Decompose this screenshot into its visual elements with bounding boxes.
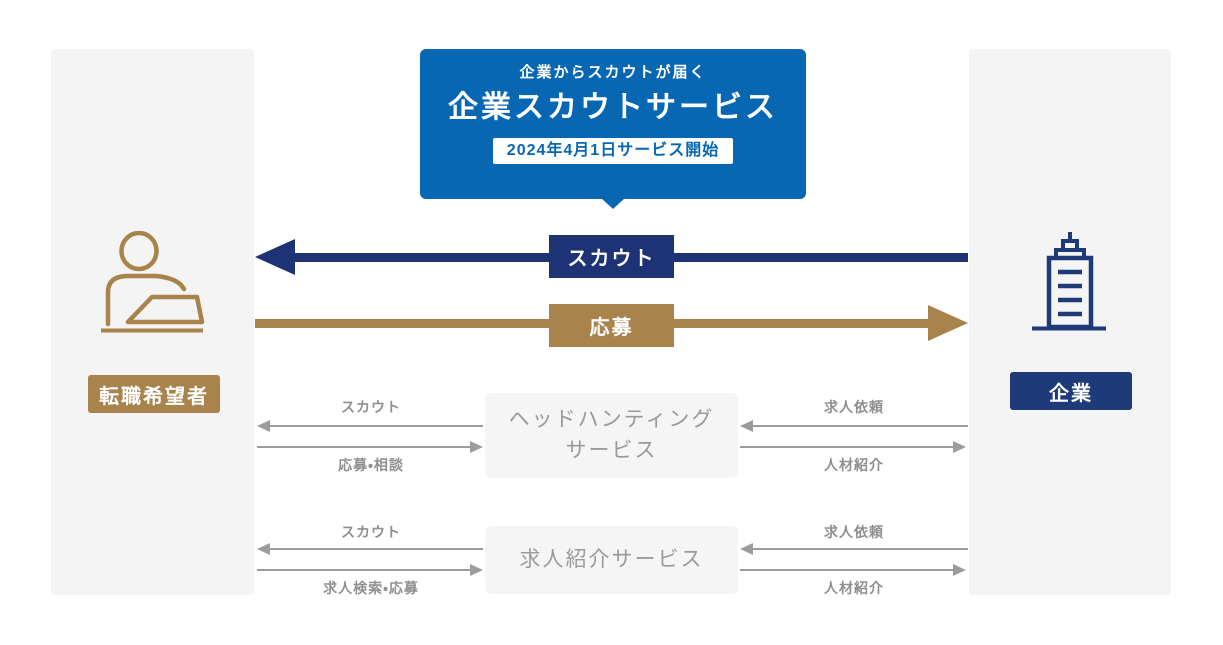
callout-pointer-triangle bbox=[601, 198, 625, 209]
referral-intro-arrow bbox=[740, 569, 955, 571]
headhunting-apply-arrow bbox=[257, 446, 472, 448]
person-laptop-icon bbox=[100, 230, 205, 333]
referral-search-arrow bbox=[257, 569, 472, 571]
callout-title: 企業スカウトサービス bbox=[448, 91, 778, 124]
referral-request-label: 求人依頼 bbox=[824, 524, 884, 540]
headhunting-scout-label: スカウト bbox=[341, 399, 401, 415]
headhunting-request-arrowhead-icon bbox=[740, 420, 753, 432]
building-icon bbox=[1030, 231, 1112, 331]
headhunting-request-arrow bbox=[751, 425, 968, 427]
referral-request-arrowhead-icon bbox=[740, 543, 753, 555]
referral-scout-label: スカウト bbox=[341, 524, 401, 540]
referral-request-arrow bbox=[751, 548, 968, 550]
scout-arrowhead-left-icon bbox=[255, 239, 295, 275]
apply-arrowhead-right-icon bbox=[928, 305, 968, 341]
headhunting-scout-arrowhead-icon bbox=[257, 420, 270, 432]
headhunting-referral-arrowhead-icon bbox=[953, 441, 966, 453]
headhunting-request-label: 求人依頼 bbox=[824, 399, 884, 415]
headhunting-service-box: ヘッドハンティング サービス bbox=[485, 393, 738, 478]
scout-flow-label: スカウト bbox=[549, 235, 674, 278]
headhunting-referral-label: 人材紹介 bbox=[824, 457, 884, 473]
apply-flow-label: 応募 bbox=[549, 304, 674, 347]
company-panel bbox=[969, 49, 1171, 595]
company-badge: 企業 bbox=[1010, 372, 1132, 410]
service-callout: 企業からスカウトが届く 企業スカウトサービス 2024年4月1日サービス開始 bbox=[420, 49, 806, 199]
jobseeker-badge: 転職希望者 bbox=[88, 375, 220, 413]
referral-intro-label: 人材紹介 bbox=[824, 580, 884, 596]
referral-search-arrowhead-icon bbox=[470, 564, 483, 576]
headhunting-apply-label: 応募・相談 bbox=[338, 457, 404, 473]
referral-intro-arrowhead-icon bbox=[953, 564, 966, 576]
headhunting-apply-arrowhead-icon bbox=[470, 441, 483, 453]
referral-search-label: 求人検索・応募 bbox=[323, 580, 419, 596]
service-start-date-badge: 2024年4月1日サービス開始 bbox=[492, 138, 734, 164]
job-referral-service-box: 求人紹介サービス bbox=[485, 526, 738, 594]
referral-scout-arrow bbox=[268, 548, 483, 550]
referral-scout-arrowhead-icon bbox=[257, 543, 270, 555]
headhunting-referral-arrow bbox=[740, 446, 955, 448]
callout-subtitle: 企業からスカウトが届く bbox=[519, 64, 707, 81]
headhunting-scout-arrow bbox=[268, 425, 483, 427]
